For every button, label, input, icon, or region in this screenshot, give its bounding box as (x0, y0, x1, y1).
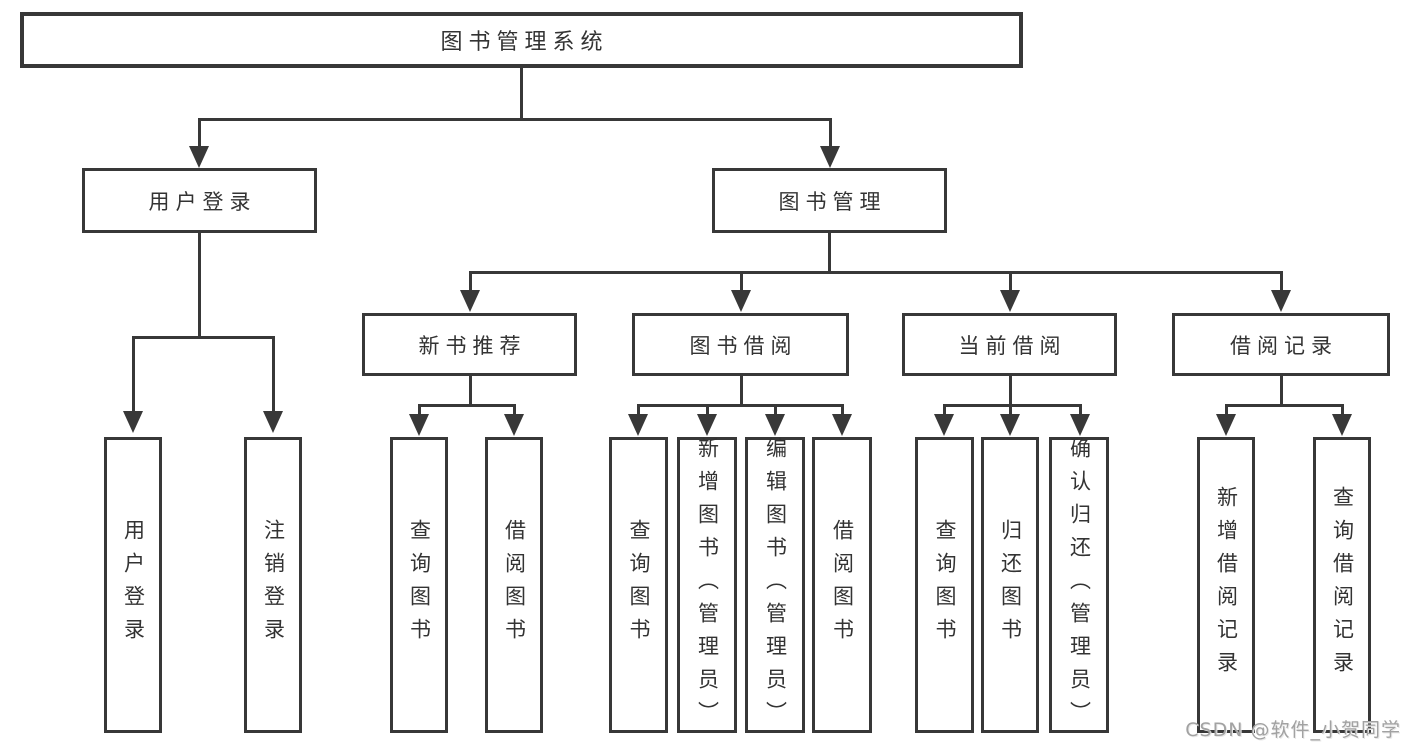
node-leaf-br-query-record: 查询借阅记录 (1313, 437, 1371, 733)
arrow-down-icon (697, 414, 717, 436)
node-leaf-br-add-record: 新增借阅记录 (1197, 437, 1255, 733)
node-leaf-bb-add-books-label: 新增图书（管理员） (695, 436, 720, 734)
arrow-down-icon (1000, 290, 1020, 312)
arrow-down-icon (1271, 290, 1291, 312)
csdn-watermark: CSDN @软件_小贺同学 (1185, 719, 1401, 741)
node-leaf-cb-confirm-return: 确认归还（管理员） (1049, 436, 1109, 734)
connector-book-management-stub (828, 233, 831, 274)
connector-drop-user-login (198, 118, 201, 150)
arrow-down-icon (460, 290, 480, 312)
node-leaf-user-login: 用户登录 (104, 437, 162, 733)
arrow-down-icon (765, 414, 785, 436)
node-book-borrowing: 图书借阅 (632, 313, 849, 376)
node-leaf-cb-return-books: 归还图书 (981, 437, 1039, 733)
node-leaf-nbr-borrow-books: 借阅图书 (485, 437, 543, 733)
connector-new-book-recommend-stub (469, 376, 472, 407)
connector-borrowing-records-stub (1280, 376, 1283, 407)
node-book-management-branch: 图书管理 (712, 168, 947, 233)
arrow-down-icon (1070, 414, 1090, 436)
connector-current-borrowing-stub (1009, 376, 1012, 407)
connector-drop-leaf-user-login (132, 336, 135, 414)
connector-drop-new-book-recommend (469, 271, 472, 293)
node-leaf-bb-add-books: 新增图书（管理员） (677, 436, 737, 734)
connector-new-book-recommend-split (418, 404, 516, 407)
connector-drop-br-add (1225, 404, 1228, 417)
connector-book-borrowing-stub (740, 376, 743, 407)
connector-drop-cb-query (943, 404, 946, 417)
connector-drop-bb-borrow (841, 404, 844, 417)
node-leaf-bb-borrow-books: 借阅图书 (812, 437, 872, 733)
arrow-down-icon (504, 414, 524, 436)
node-leaf-cb-confirm-return-label: 确认归还（管理员） (1067, 436, 1092, 734)
node-borrowing-records-label: 借阅记录 (1230, 333, 1338, 358)
connector-drop-bb-edit (774, 404, 777, 417)
arrow-down-icon (1000, 414, 1020, 436)
connector-current-borrowing-split (943, 404, 1082, 407)
node-leaf-user-login-label: 用户登录 (121, 519, 146, 651)
arrow-down-icon (189, 146, 209, 168)
node-leaf-logout: 注销登录 (244, 437, 302, 733)
arrow-down-icon (731, 290, 751, 312)
connector-drop-bb-add (706, 404, 709, 417)
connector-book-management-split (469, 271, 1283, 274)
node-leaf-bb-edit-books-label: 编辑图书（管理员） (763, 436, 788, 734)
connector-drop-cb-return (1009, 404, 1012, 417)
node-leaf-br-query-record-label: 查询借阅记录 (1330, 486, 1355, 684)
connector-drop-cb-confirm (1079, 404, 1082, 417)
connector-borrowing-records-split (1225, 404, 1344, 407)
node-new-book-recommend: 新书推荐 (362, 313, 577, 376)
node-leaf-bb-query-books: 查询图书 (609, 437, 668, 733)
arrow-down-icon (409, 414, 429, 436)
connector-drop-nbr-query (418, 404, 421, 417)
connector-drop-book-borrowing (740, 271, 743, 293)
arrow-down-icon (123, 411, 143, 433)
connector-root-split (198, 118, 832, 121)
node-book-borrowing-label: 图书借阅 (689, 333, 798, 358)
node-current-borrowing: 当前借阅 (902, 313, 1117, 376)
arrow-down-icon (628, 414, 648, 436)
node-leaf-bb-query-books-label: 查询图书 (627, 519, 651, 651)
connector-user-login-stub (198, 233, 201, 339)
node-new-book-recommend-label: 新书推荐 (418, 333, 527, 358)
node-leaf-nbr-query-books: 查询图书 (390, 437, 448, 733)
connector-drop-leaf-logout (272, 336, 275, 414)
connector-drop-bb-query (637, 404, 640, 417)
node-leaf-bb-edit-books: 编辑图书（管理员） (745, 436, 805, 734)
connector-drop-current-borrowing (1009, 271, 1012, 293)
node-book-management-branch-label: 图书管理 (778, 189, 887, 214)
arrow-down-icon (1216, 414, 1236, 436)
node-leaf-cb-query-books: 查询图书 (915, 437, 974, 733)
connector-drop-book-management (829, 118, 832, 150)
node-leaf-br-add-record-label: 新增借阅记录 (1214, 486, 1239, 684)
arrow-down-icon (820, 146, 840, 168)
node-leaf-cb-return-books-label: 归还图书 (998, 519, 1023, 651)
node-root: 图书管理系统 (20, 12, 1023, 68)
connector-root-stub (520, 68, 523, 121)
node-root-label: 图书管理系统 (440, 30, 609, 55)
node-current-borrowing-label: 当前借阅 (958, 333, 1067, 358)
connector-drop-nbr-borrow (513, 404, 516, 417)
node-leaf-logout-label: 注销登录 (261, 519, 286, 651)
node-leaf-nbr-borrow-books-label: 借阅图书 (502, 519, 527, 651)
arrow-down-icon (832, 414, 852, 436)
arrow-down-icon (1332, 414, 1352, 436)
node-user-login-branch-label: 用户登录 (148, 189, 257, 214)
node-leaf-cb-query-books-label: 查询图书 (933, 519, 957, 651)
connector-drop-br-query (1341, 404, 1344, 417)
node-leaf-bb-borrow-books-label: 借阅图书 (830, 519, 855, 651)
node-user-login-branch: 用户登录 (82, 168, 317, 233)
arrow-down-icon (263, 411, 283, 433)
node-borrowing-records: 借阅记录 (1172, 313, 1390, 376)
connector-drop-borrowing-records (1280, 271, 1283, 293)
arrow-down-icon (934, 414, 954, 436)
node-leaf-nbr-query-books-label: 查询图书 (407, 519, 432, 651)
connector-book-borrowing-split (637, 404, 844, 407)
connector-user-login-split (132, 336, 275, 339)
